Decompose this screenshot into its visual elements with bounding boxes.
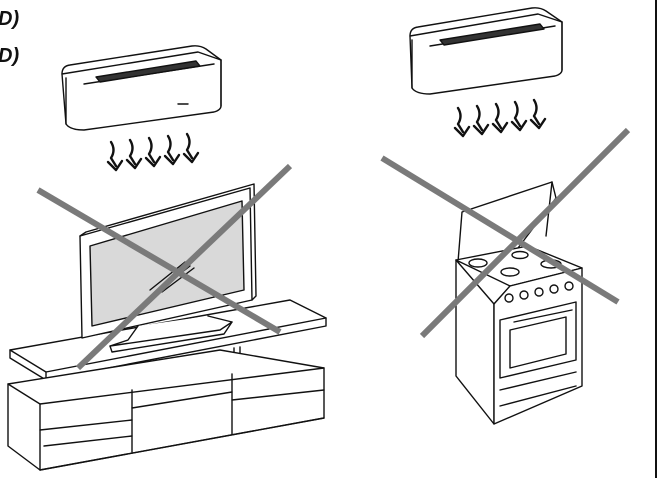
airflow-arrows-right-icon [453, 98, 547, 138]
cut-label-line2: D) [0, 45, 20, 67]
ac-unit-left-icon [61, 45, 222, 131]
ac-unit-right-icon [409, 7, 563, 95]
right-panel [380, 7, 631, 425]
gas-cooker-icon [455, 181, 583, 425]
left-panel [7, 45, 327, 471]
prohibition-cross-left-icon [36, 163, 293, 371]
airflow-arrows-left-icon [106, 132, 200, 172]
page-edge-border [655, 0, 657, 478]
prohibition-cross-right-icon [380, 127, 631, 339]
cut-label-line1: D) [0, 8, 20, 30]
